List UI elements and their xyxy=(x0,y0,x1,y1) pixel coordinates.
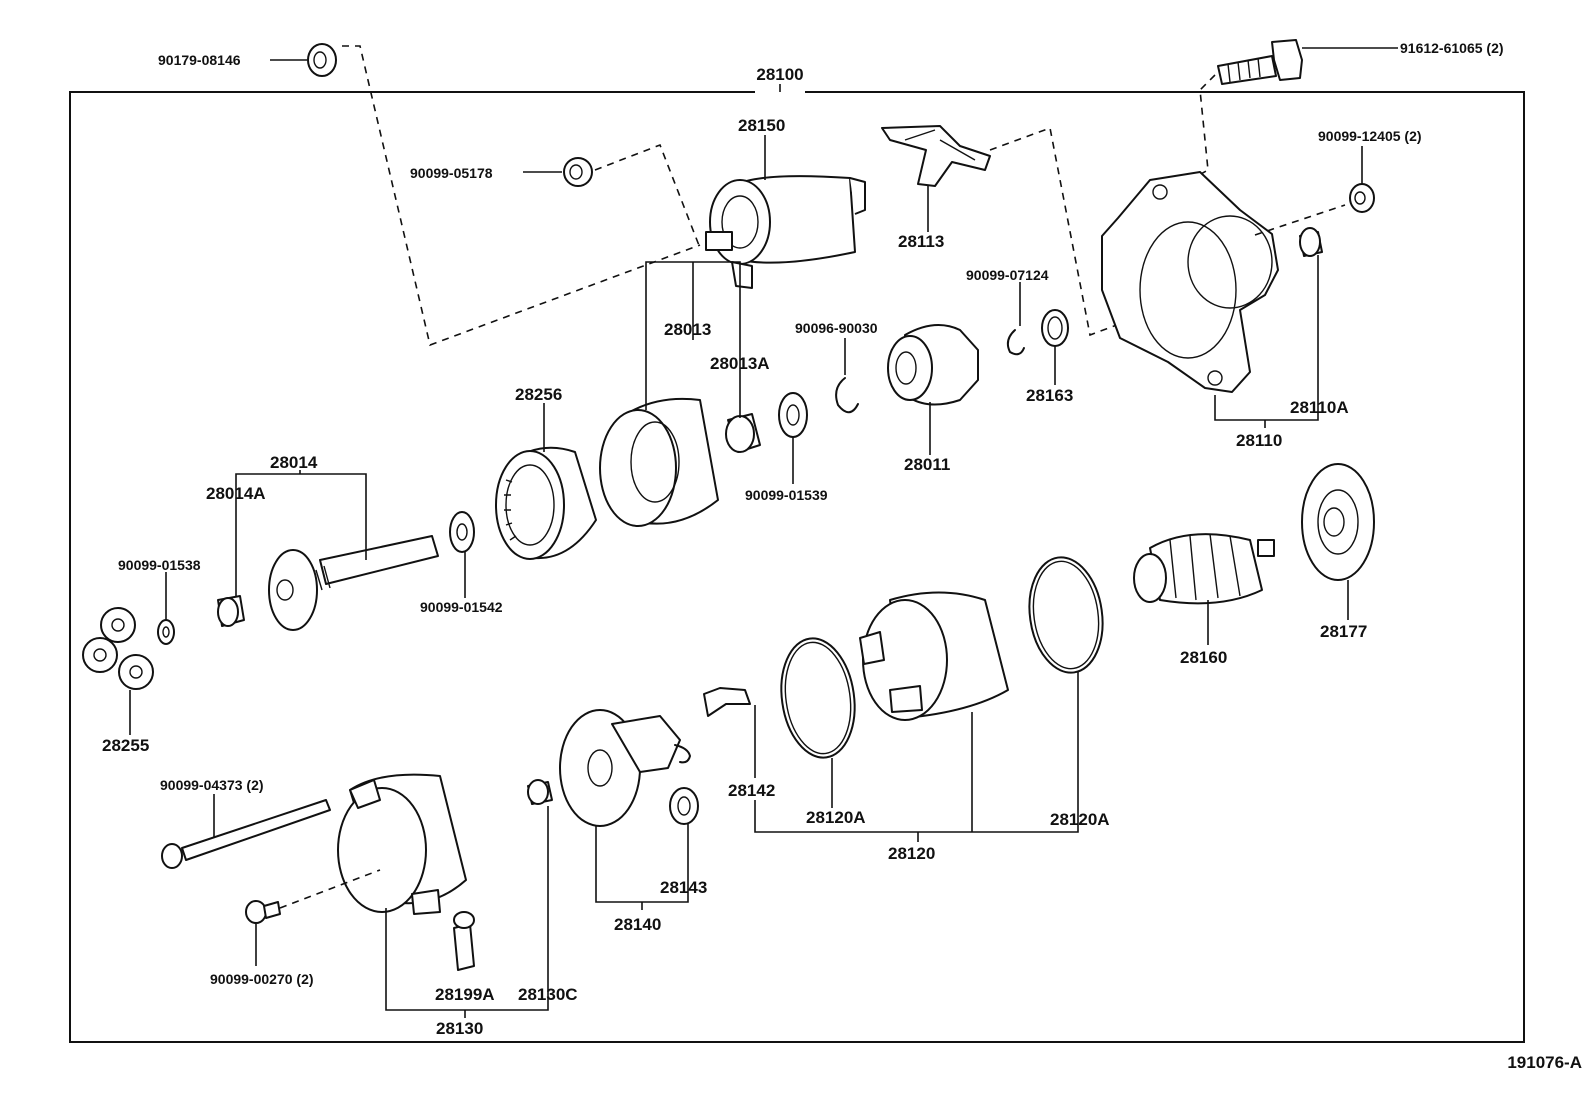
bolt-91612-61065[interactable] xyxy=(1217,39,1303,85)
label-90179-08146: 90179-08146 xyxy=(158,52,241,68)
through-bolt-90099-04373[interactable] xyxy=(161,799,331,869)
collar-28163[interactable] xyxy=(1041,309,1069,347)
label-28130C: 28130C xyxy=(518,985,578,1004)
washer-90099-01542[interactable] xyxy=(449,511,475,553)
label-90099-01539: 90099-01539 xyxy=(745,487,828,503)
drive-lever-28113[interactable] xyxy=(881,125,991,187)
label-90099-01542: 90099-01542 xyxy=(420,599,503,615)
washer-90099-01539[interactable] xyxy=(778,392,808,438)
label-90096-90030: 90096-90030 xyxy=(795,320,878,336)
label-90099-04373: 90099-04373 (2) xyxy=(160,777,264,793)
label-28255: 28255 xyxy=(102,736,149,755)
lead-wire-28142[interactable] xyxy=(703,687,751,717)
end-plate-28177[interactable] xyxy=(1301,463,1375,581)
label-28163: 28163 xyxy=(1026,386,1073,405)
label-90099-01538: 90099-01538 xyxy=(118,557,201,573)
label-90099-00270: 90099-00270 (2) xyxy=(210,971,314,987)
brush-spring-28143[interactable] xyxy=(669,787,699,825)
bearing-28014A[interactable] xyxy=(217,595,245,627)
label-28120A-left: 28120A xyxy=(806,808,866,827)
label-28150: 28150 xyxy=(738,116,785,135)
screw-90099-00270[interactable] xyxy=(245,900,281,924)
label-28140: 28140 xyxy=(614,915,661,934)
label-28014A: 28014A xyxy=(206,484,266,503)
nut-90099-12405[interactable] xyxy=(1349,183,1375,213)
label-28013A: 28013A xyxy=(710,354,770,373)
label-28011: 28011 xyxy=(904,455,950,474)
label-28143: 28143 xyxy=(660,878,707,897)
planetary-shaft-28014[interactable] xyxy=(268,535,439,631)
label-28110A: 28110A xyxy=(1290,398,1349,417)
label-28160: 28160 xyxy=(1180,648,1227,667)
bushing-28130C[interactable] xyxy=(527,779,553,805)
label-90099-05178: 90099-05178 xyxy=(410,165,493,181)
label-28014: 28014 xyxy=(270,453,318,472)
assembly-frame xyxy=(69,91,1525,1043)
gear-housing-28013[interactable] xyxy=(599,397,719,527)
clutch-28011[interactable] xyxy=(887,324,979,406)
label-28110: 28110 xyxy=(1236,431,1282,450)
label-28199A: 28199A xyxy=(435,985,495,1004)
grommet-28199A[interactable] xyxy=(453,911,475,971)
washer-90099-01538[interactable] xyxy=(157,619,175,645)
snap-ring-90099-07124[interactable] xyxy=(1006,329,1025,356)
o-ring-28120A-right[interactable] xyxy=(1022,553,1109,678)
label-90099-12405: 90099-12405 (2) xyxy=(1318,128,1422,144)
bushing-28110A[interactable] xyxy=(1299,227,1323,257)
label-28120: 28120 xyxy=(888,844,935,863)
label-28120A-right: 28120A xyxy=(1050,810,1110,829)
retainer-90096-90030[interactable] xyxy=(835,377,859,414)
commutator-end-frame-28130[interactable] xyxy=(337,773,467,915)
label-28142: 28142 xyxy=(728,781,775,800)
o-ring-28120A-left[interactable] xyxy=(774,634,862,763)
label-28113: 28113 xyxy=(898,232,944,251)
label-28177: 28177 xyxy=(1320,622,1367,641)
label-28130: 28130 xyxy=(436,1019,483,1038)
solenoid-28150[interactable] xyxy=(705,175,866,289)
label-28256: 28256 xyxy=(515,385,562,404)
bearing-28013A[interactable] xyxy=(725,413,761,453)
assembly-label: 28100 xyxy=(756,65,803,84)
drawing-number: 191076-A xyxy=(1507,1053,1582,1072)
label-91612-61065: 91612-61065 (2) xyxy=(1400,40,1504,56)
internal-gear-28256[interactable] xyxy=(495,446,597,560)
nut-90099-05178[interactable] xyxy=(563,157,593,187)
label-28013: 28013 xyxy=(664,320,711,339)
armature-28160[interactable] xyxy=(1133,533,1275,605)
label-90099-07124: 90099-07124 xyxy=(966,267,1049,283)
nut-90179-08146[interactable] xyxy=(307,43,337,77)
drive-housing-28110[interactable] xyxy=(1101,171,1279,393)
yoke-28120[interactable] xyxy=(859,591,1009,721)
brush-holder-28140[interactable] xyxy=(559,709,691,827)
planetary-gears-28255[interactable] xyxy=(82,607,154,690)
